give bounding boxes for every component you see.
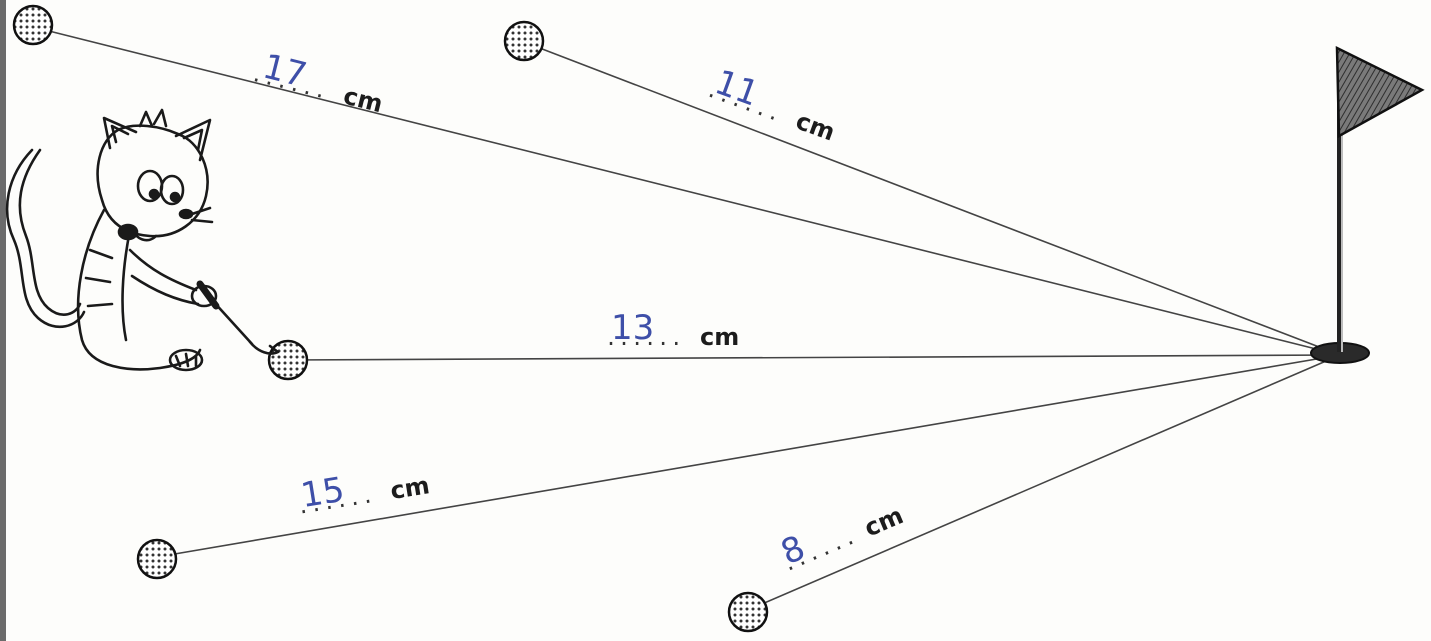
distance-line-4: [156, 354, 1341, 558]
distance-label-5: ...... 8 cm: [775, 501, 907, 576]
distance-line-2: [523, 41, 1341, 356]
golf-ball-icon: [503, 20, 545, 62]
distance-label-4: ...... 15 cm: [295, 470, 431, 519]
distance-line-5: [747, 354, 1341, 611]
golf-ball-icon: [267, 339, 309, 381]
unit-label: cm: [700, 323, 739, 351]
distance-lines: [32, 26, 1341, 611]
page-edge: [0, 0, 6, 641]
golf-ball-icon: [12, 4, 54, 46]
flag-icon: [1335, 45, 1425, 352]
distance-label-3: ...... 13 cm: [605, 308, 739, 351]
distance-answer: 15: [298, 470, 347, 516]
distance-label-1: ...... 17 cm: [249, 47, 386, 119]
unit-label: cm: [388, 471, 431, 505]
distance-line-3: [285, 354, 1341, 361]
golf-balls: [12, 4, 769, 633]
golf-ball-icon: [136, 538, 178, 580]
unit-label: cm: [860, 501, 907, 542]
cat-golfer-icon: [5, 108, 280, 372]
answer-dots: ......: [605, 326, 683, 350]
distance-line-1: [32, 26, 1341, 356]
golf-ball-icon: [727, 591, 769, 633]
distance-label-2: ...... 11 cm: [703, 62, 838, 147]
distance-answer: 13: [611, 308, 654, 348]
unit-label: cm: [792, 107, 838, 147]
unit-label: cm: [341, 82, 386, 119]
